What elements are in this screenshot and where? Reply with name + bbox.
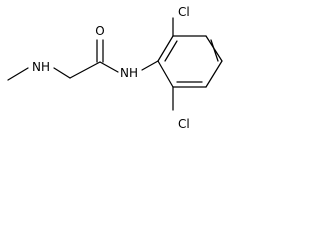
bond-methyl-n	[7, 67, 29, 81]
bonds	[7, 17, 223, 111]
atom-labels: NH O NH Cl Cl	[32, 5, 190, 131]
structure-canvas: NH O NH Cl Cl	[0, 0, 249, 137]
bond-ring-c1-c2	[157, 35, 174, 62]
atom-label-n-methyl: NH	[32, 60, 50, 74]
bond-namide-ring	[141, 60, 159, 71]
bond-ring-c6-c1	[157, 60, 174, 88]
bond-ring-inner-2	[210, 39, 219, 62]
bond-ring-c4-c5	[205, 60, 223, 88]
atom-label-n-amide: NH	[120, 66, 138, 80]
atom-label-cl-bottom: Cl	[178, 117, 190, 131]
bond-ring-inner-1	[164, 40, 178, 62]
bond-ch2-carbonyl	[69, 61, 101, 79]
chemical-structure-diagram: NH O NH Cl Cl	[7, 5, 223, 131]
atom-label-oxygen: O	[95, 24, 104, 38]
bond-n-ch2	[53, 67, 71, 79]
bond-carbonyl-namide	[99, 61, 119, 73]
atom-label-cl-top: Cl	[178, 5, 190, 19]
